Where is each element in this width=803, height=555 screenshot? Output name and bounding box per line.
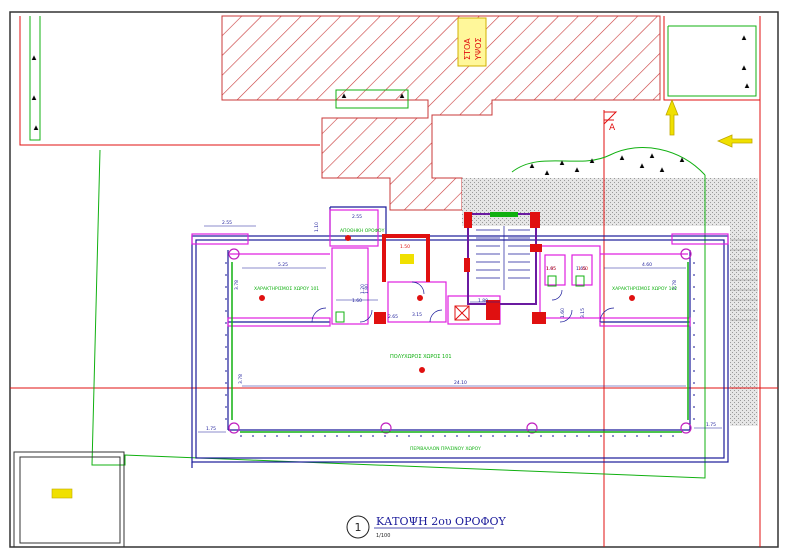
dim-label: 1.75 xyxy=(706,422,716,428)
bottom-note: ΠΕΡΙΒΑΛΛΟΝ ΠΡΑΣΙΝΟΥ ΧΩΡΟΥ xyxy=(410,446,481,452)
structural-columns xyxy=(374,212,546,324)
dim-label: 3.78 xyxy=(672,280,678,290)
building-walls xyxy=(191,206,729,468)
view-number-circle xyxy=(346,515,370,539)
dim-label: 5.25 xyxy=(278,262,288,268)
room-label-small: ΑΠΟΘΗΚΗ ΟΡΟΦΟΥ xyxy=(340,228,385,234)
dim-label: 1.80 xyxy=(364,284,370,294)
section-marker xyxy=(603,111,618,126)
room-labels: ΧΑΡΑΚΤΗΡΙΣΜΟΣ ΧΩΡΟΥ 101 ΧΑΡΑΚΤΗΡΙΣΜΟΣ ΧΩ… xyxy=(254,228,677,452)
plot-marker xyxy=(51,488,73,499)
elevator-marker xyxy=(400,254,414,264)
stoa-label-box xyxy=(457,17,487,67)
room-tag: 1.50 xyxy=(400,244,410,250)
room-label-left: ΧΑΡΑΚΤΗΡΙΣΜΟΣ ΧΩΡΟΥ 101 xyxy=(254,286,319,292)
dimension-texts: 2.55 5.25 3.78 2.55 1.60 1.80 3.78 1.80 … xyxy=(206,214,716,432)
dim-label: 1.65 xyxy=(576,266,586,272)
stair-green-mark xyxy=(490,212,518,217)
dim-label: 2.65 xyxy=(388,314,398,320)
dim-label: 24.10 xyxy=(454,380,467,386)
green-boundary xyxy=(13,16,757,548)
room-tag: 1.60 xyxy=(578,266,588,272)
door-swings xyxy=(311,281,615,323)
interior-partitions xyxy=(191,209,729,327)
dimension-lines xyxy=(198,225,722,433)
dim-label: 3.15 xyxy=(412,312,422,318)
dim-label: 1.60 xyxy=(352,298,362,304)
dim-label: 1.65 xyxy=(546,266,556,272)
dim-label: 4.60 xyxy=(642,262,652,268)
section-marker-label: A xyxy=(609,123,616,133)
elevator-shaft xyxy=(382,234,430,282)
facade-lines xyxy=(231,262,689,433)
dim-label: 3.15 xyxy=(580,308,586,318)
drawing-title: ΚΑΤΟΨΗ 2ου ΟΡΟΦΟΥ xyxy=(376,515,507,528)
drawing-scale: 1/100 xyxy=(376,533,390,539)
paved-area-top xyxy=(462,178,758,226)
dim-label: 3.78 xyxy=(238,374,244,384)
stair-ramp-lines xyxy=(730,239,758,321)
room-tags: 1.50 1.95 1.60 xyxy=(400,244,588,272)
dim-label: 1.20 xyxy=(360,284,366,294)
stoa-label-2: ΥΨΟΣ xyxy=(474,37,483,61)
stoa-label-1: ΣΤΟΑ xyxy=(463,38,472,60)
dim-label: 2.55 xyxy=(352,214,362,220)
entrance-arrows xyxy=(665,98,753,148)
facade-ticks xyxy=(225,262,695,437)
room-tag: 1.95 xyxy=(546,266,556,272)
view-number: 1 xyxy=(355,521,362,534)
area-symbols xyxy=(259,235,635,373)
stair-steps xyxy=(476,226,530,290)
round-columns xyxy=(228,248,692,434)
shaft-box xyxy=(454,305,470,321)
dim-label: 1.10 xyxy=(314,222,320,232)
vegetation-marks xyxy=(31,35,750,176)
dim-label: 2.55 xyxy=(222,220,232,226)
property-lines xyxy=(10,16,778,547)
dim-label: 1.75 xyxy=(206,426,216,432)
room-label-right: ΧΑΡΑΚΤΗΡΙΣΜΟΣ ΧΩΡΟΥ 102 xyxy=(612,286,677,292)
room-label-main: ΠΟΛΥΧΩΡΟΣ ΧΩΡΟΣ 101 xyxy=(390,354,452,360)
dim-label: 3.78 xyxy=(234,280,240,290)
sheet-border xyxy=(9,11,779,548)
dim-label: 1.80 xyxy=(478,298,488,304)
wc-fixtures xyxy=(335,275,585,323)
paved-area-right xyxy=(730,226,758,426)
dim-label: 1.60 xyxy=(560,308,566,318)
stair-core xyxy=(467,213,537,305)
